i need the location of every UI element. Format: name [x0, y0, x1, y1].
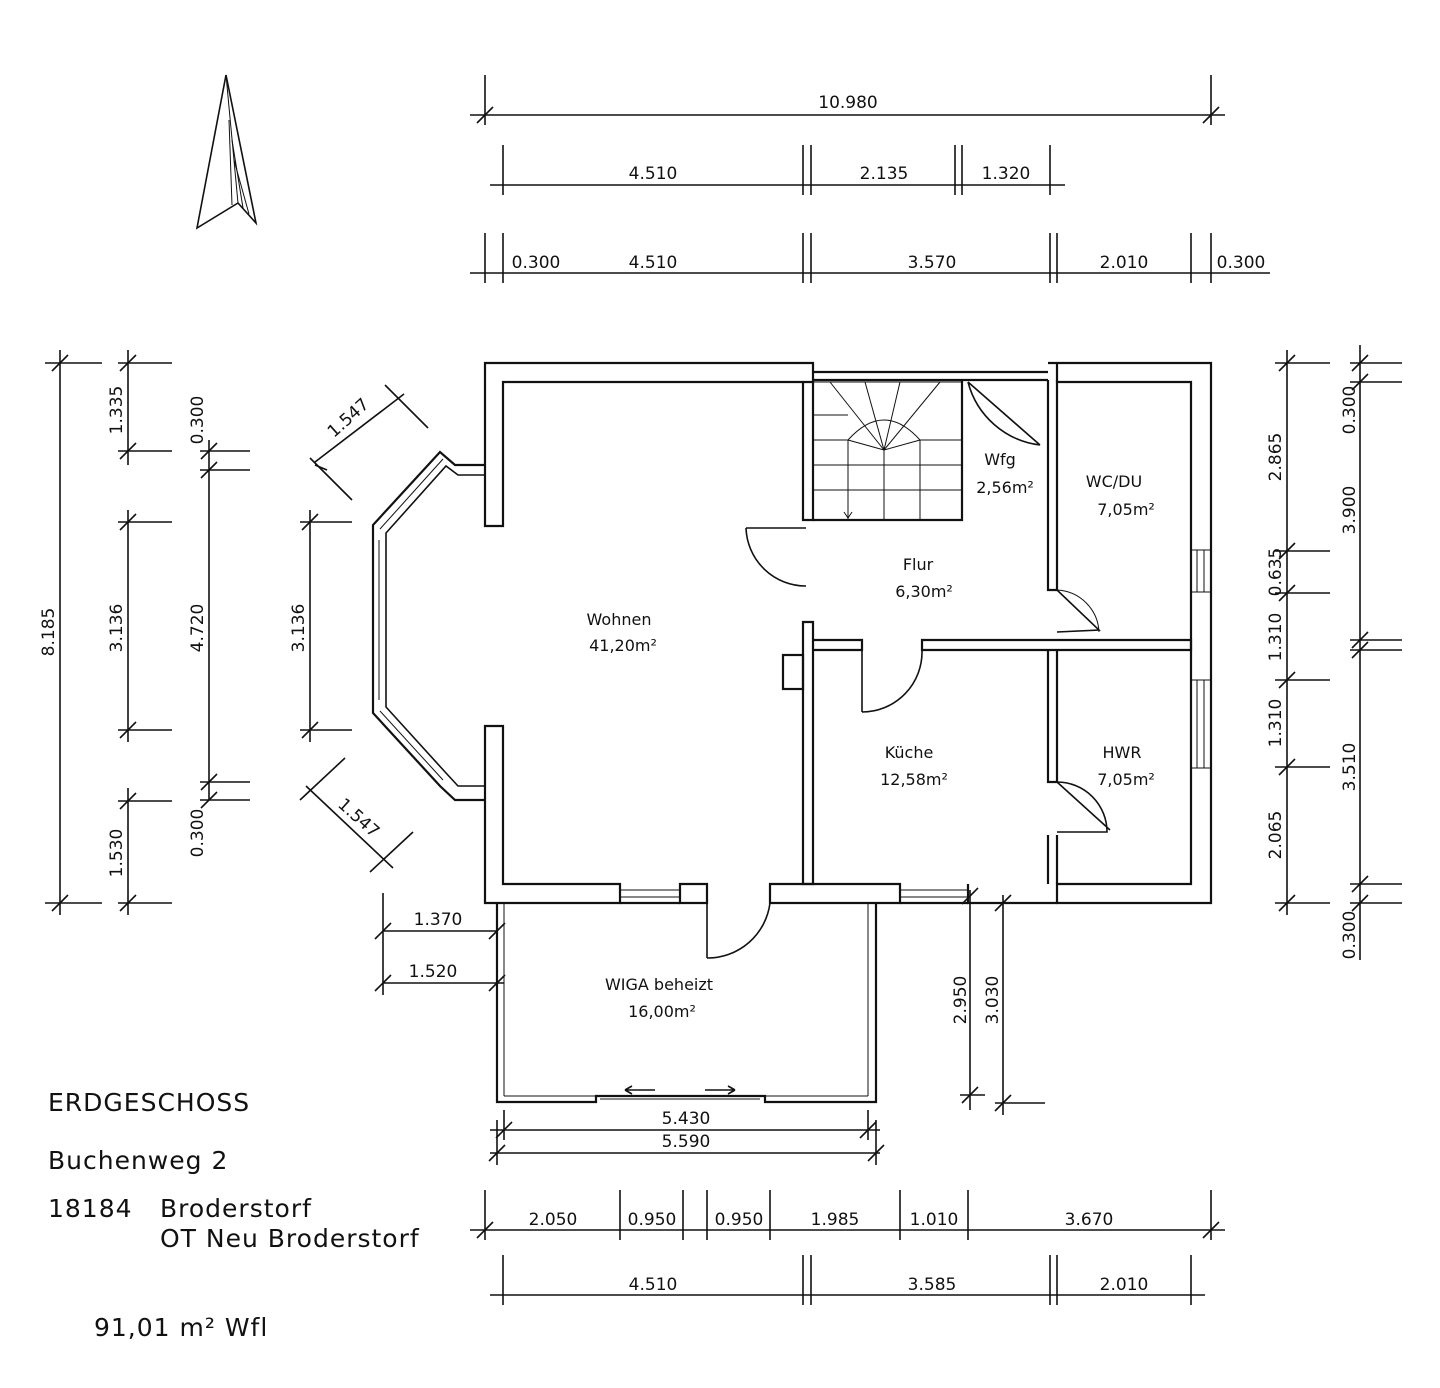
room-labels: Wohnen 41,20m² Flur 6,30m² Wfg 2,56m² WC… [587, 450, 1155, 1021]
dimensions-wiga: 1.370 1.520 5.430 5.590 2.950 3.030 [374, 887, 1045, 1165]
dim-left-seg-2: 3.136 [107, 604, 127, 653]
address-zip: 18184 [48, 1194, 133, 1223]
dim-left-seg-3: 1.530 [107, 829, 127, 878]
dim-top-r2-2: 2.135 [860, 164, 909, 184]
dim-top-r3-2: 4.510 [629, 253, 678, 273]
dim-right-outer-3: 3.510 [1340, 743, 1360, 792]
dim-right-seg-2: 0.635 [1266, 548, 1286, 597]
dim-left-total: 8.185 [39, 608, 59, 657]
room-area-wiga: 16,00m² [628, 1002, 696, 1021]
room-area-hwr: 7,05m² [1097, 770, 1155, 789]
dimensions-left: 8.185 1.335 3.136 1.530 0.300 4.720 0.30… [39, 350, 250, 915]
address-city: Broderstorf [160, 1194, 312, 1223]
dim-top-r3-1: 0.300 [512, 253, 561, 273]
dim-top-r3-4: 2.010 [1100, 253, 1149, 273]
dim-left-inner-1: 0.300 [188, 396, 208, 445]
wintergarten [495, 903, 878, 1104]
dimensions-bay: 1.547 1.547 3.136 [289, 384, 429, 873]
plan-title: ERDGESCHOSS [48, 1088, 251, 1117]
dim-wiga-side-b: 3.030 [983, 976, 1003, 1025]
dim-right-outer-2: 3.900 [1340, 486, 1360, 535]
dim-top-r3-5: 0.300 [1217, 253, 1266, 273]
dim-wiga-depth-a: 1.370 [414, 910, 463, 930]
room-area-wohnen: 41,20m² [589, 636, 657, 655]
staircase [812, 381, 963, 521]
dim-bottom-r1-4: 1.985 [811, 1210, 860, 1230]
dim-bottom-r2-2: 3.585 [908, 1275, 957, 1295]
dim-right-seg-4: 1.310 [1266, 699, 1286, 748]
doors [706, 381, 1111, 959]
dim-wiga-depth-b: 1.520 [409, 962, 458, 982]
dim-left-seg-1: 1.335 [107, 386, 127, 435]
dim-wiga-width-outer: 5.590 [662, 1132, 711, 1152]
dim-right-seg-5: 2.065 [1266, 811, 1286, 860]
dim-right-outer-1: 0.300 [1340, 386, 1360, 435]
dim-top-r2-1: 4.510 [629, 164, 678, 184]
dim-left-inner-3: 0.300 [188, 809, 208, 858]
dim-left-inner-2: 4.720 [188, 604, 208, 653]
dim-bottom-r1-6: 3.670 [1065, 1210, 1114, 1230]
dim-bottom-r1-3: 0.950 [715, 1210, 764, 1230]
dim-right-outer-4: 0.300 [1340, 911, 1360, 960]
dim-top-r3-3: 3.570 [908, 253, 957, 273]
room-name-wfg: Wfg [984, 450, 1016, 469]
dim-bottom-r1-5: 1.010 [910, 1210, 959, 1230]
dim-bay-diag-top: 1.547 [324, 395, 374, 442]
dim-bottom-r1-1: 2.050 [529, 1210, 578, 1230]
dimensions-top: 10.980 4.510 2.135 1.320 0.300 4.510 3.5… [470, 75, 1270, 283]
dim-bottom-r1-2: 0.950 [628, 1210, 677, 1230]
north-arrow-icon [195, 74, 258, 230]
room-area-flur: 6,30m² [895, 582, 953, 601]
dim-wiga-side-a: 2.950 [951, 976, 971, 1025]
dim-wiga-width-inner: 5.430 [662, 1109, 711, 1129]
room-name-wc-du: WC/DU [1086, 472, 1142, 491]
bay-window [371, 450, 485, 802]
dim-bay-front: 3.136 [289, 604, 309, 653]
room-area-kueche: 12,58m² [880, 770, 948, 789]
room-area-wfg: 2,56m² [976, 478, 1034, 497]
room-area-wc-du: 7,05m² [1097, 500, 1155, 519]
dim-top-r2-3: 1.320 [982, 164, 1031, 184]
dim-bottom-r2-1: 4.510 [629, 1275, 678, 1295]
room-name-flur: Flur [903, 555, 934, 574]
dimensions-bottom: 2.050 0.950 0.950 1.985 1.010 3.670 4.51… [470, 1190, 1225, 1305]
dim-right-seg-3: 1.310 [1266, 613, 1286, 662]
address-district: OT Neu Broderstorf [160, 1224, 420, 1253]
room-name-kueche: Küche [885, 743, 934, 762]
room-name-hwr: HWR [1103, 743, 1142, 762]
dimensions-right: 2.865 0.635 1.310 1.310 2.065 0.300 3.90… [1266, 345, 1402, 960]
room-name-wiga: WIGA beheizt [605, 975, 713, 994]
address-street: Buchenweg 2 [48, 1146, 229, 1175]
room-name-wohnen: Wohnen [587, 610, 652, 629]
dim-top-total: 10.980 [818, 93, 877, 113]
dim-right-seg-1: 2.865 [1266, 433, 1286, 482]
dim-bottom-r2-3: 2.010 [1100, 1275, 1149, 1295]
living-area: 91,01 m² Wfl [94, 1313, 269, 1342]
